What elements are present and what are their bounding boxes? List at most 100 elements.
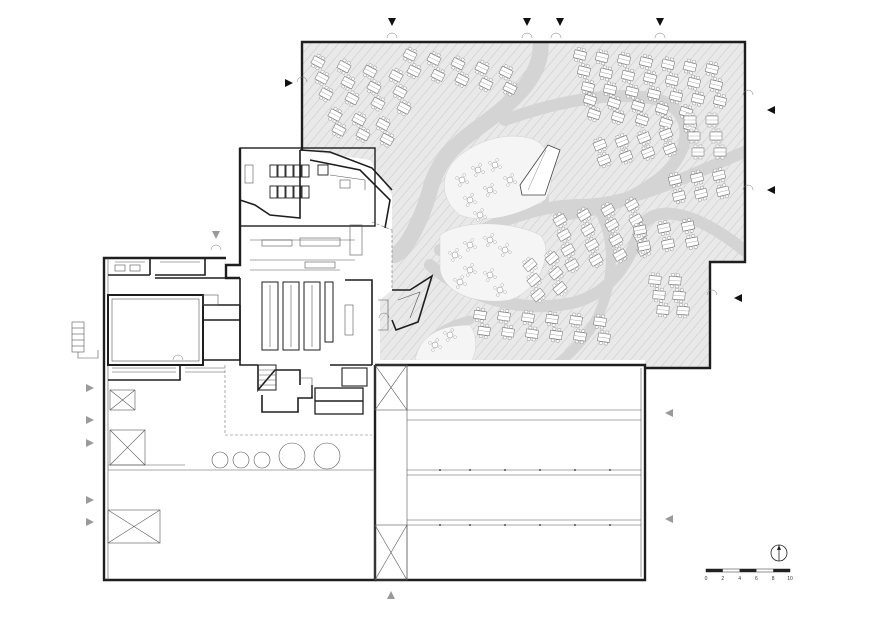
desk-pair — [478, 75, 494, 93]
door-swing — [210, 244, 222, 251]
toilet-cubicle — [277, 164, 286, 178]
desk-pair — [672, 288, 686, 304]
desk-pair — [668, 273, 682, 289]
bay-column-dot — [439, 524, 441, 526]
scale-tick-label: 4 — [738, 576, 741, 582]
desk-pair — [564, 256, 580, 274]
scale-tick-label: 10 — [787, 576, 793, 582]
desk-pair — [545, 311, 559, 327]
entrance-marker-icon — [767, 106, 775, 114]
desk-pair — [336, 58, 352, 75]
door-swings — [172, 32, 754, 361]
desk-pair — [713, 144, 727, 160]
desk-pair — [355, 126, 371, 143]
lounge-table — [493, 283, 507, 297]
desk-pair — [606, 94, 622, 112]
desk-pair — [552, 280, 568, 297]
lounge-table — [498, 243, 512, 257]
desk-pair — [586, 105, 602, 123]
desk-pair — [379, 131, 395, 148]
storage-room — [107, 294, 204, 366]
bay-column-dot — [539, 469, 541, 471]
door-swing — [742, 184, 754, 191]
desk-pair — [681, 218, 695, 234]
lounge-table — [463, 263, 477, 277]
desk-pair — [406, 62, 422, 80]
desk-pair — [712, 92, 728, 110]
desk-pair — [598, 65, 614, 82]
door-swing — [296, 76, 308, 83]
desk-pair — [392, 83, 408, 101]
desk-pair — [314, 69, 330, 87]
door-swing — [172, 354, 184, 361]
entrance-marker-icon — [523, 18, 531, 26]
lounge-table — [483, 233, 497, 247]
desk-pair — [450, 55, 466, 72]
desk-pair — [430, 67, 446, 84]
desk-pair — [664, 72, 680, 89]
desk-pair — [656, 302, 670, 318]
lounge-table — [471, 163, 485, 177]
desk-pair — [654, 100, 670, 118]
desk-pair — [318, 85, 334, 103]
scale-tick-label: 2 — [721, 576, 724, 582]
desk-pair — [584, 236, 600, 254]
desk-pair — [642, 69, 658, 87]
lounge-table — [488, 158, 502, 172]
bay-column-dot — [504, 469, 506, 471]
desk-pair — [310, 53, 326, 71]
entrance-markers — [86, 18, 775, 599]
toilet-cubicle — [269, 164, 278, 178]
door-swing — [378, 312, 390, 319]
central-bar — [519, 144, 561, 196]
desk-pair — [608, 231, 624, 249]
stair-core — [257, 364, 368, 415]
desk-pair — [634, 111, 650, 129]
desk-pair — [327, 106, 343, 124]
desk-pair — [709, 128, 723, 144]
lounge-table — [448, 248, 462, 262]
entrance-marker-icon — [387, 591, 395, 599]
desk-pair — [715, 183, 731, 200]
desk-pair — [668, 88, 684, 105]
lounge-table — [463, 238, 477, 252]
desk-pair — [612, 246, 628, 264]
door-swing — [550, 32, 562, 39]
desk-pair — [474, 59, 490, 77]
desk-pair — [610, 108, 626, 126]
core-outer-wall — [224, 148, 242, 280]
desk-pair — [685, 234, 699, 250]
desk-pair — [501, 324, 515, 341]
door-swing — [706, 289, 718, 296]
door-swing — [386, 32, 398, 39]
lounge-table — [428, 338, 442, 352]
desk-pair — [638, 53, 654, 71]
desk-pair — [602, 81, 618, 98]
lounge-table — [483, 183, 497, 197]
desk-pair — [340, 74, 356, 91]
entrance-marker-icon — [665, 515, 673, 523]
entrance-marker-icon — [767, 186, 775, 194]
toilet-cubicle — [293, 185, 302, 199]
desk-pair — [708, 76, 724, 94]
desk-pair — [667, 171, 683, 189]
desk-pair — [502, 80, 518, 97]
desk-pair — [582, 91, 598, 109]
desk-pair — [705, 112, 719, 128]
desk-pair — [552, 211, 568, 229]
external-stair — [71, 321, 99, 359]
entrance-marker-icon — [388, 18, 396, 26]
desk-pair — [497, 308, 511, 325]
desk-pair — [652, 287, 666, 303]
desk-pair — [344, 90, 360, 107]
door-swing — [742, 89, 754, 96]
desk-pair — [498, 64, 514, 81]
desk-pair — [548, 265, 564, 282]
office-outer-wall — [300, 40, 747, 370]
desk-pair — [682, 58, 698, 75]
desk-pair — [525, 325, 539, 342]
entrance-marker-icon — [86, 384, 94, 392]
lounge-table — [503, 173, 517, 187]
washroom-block — [239, 147, 376, 227]
